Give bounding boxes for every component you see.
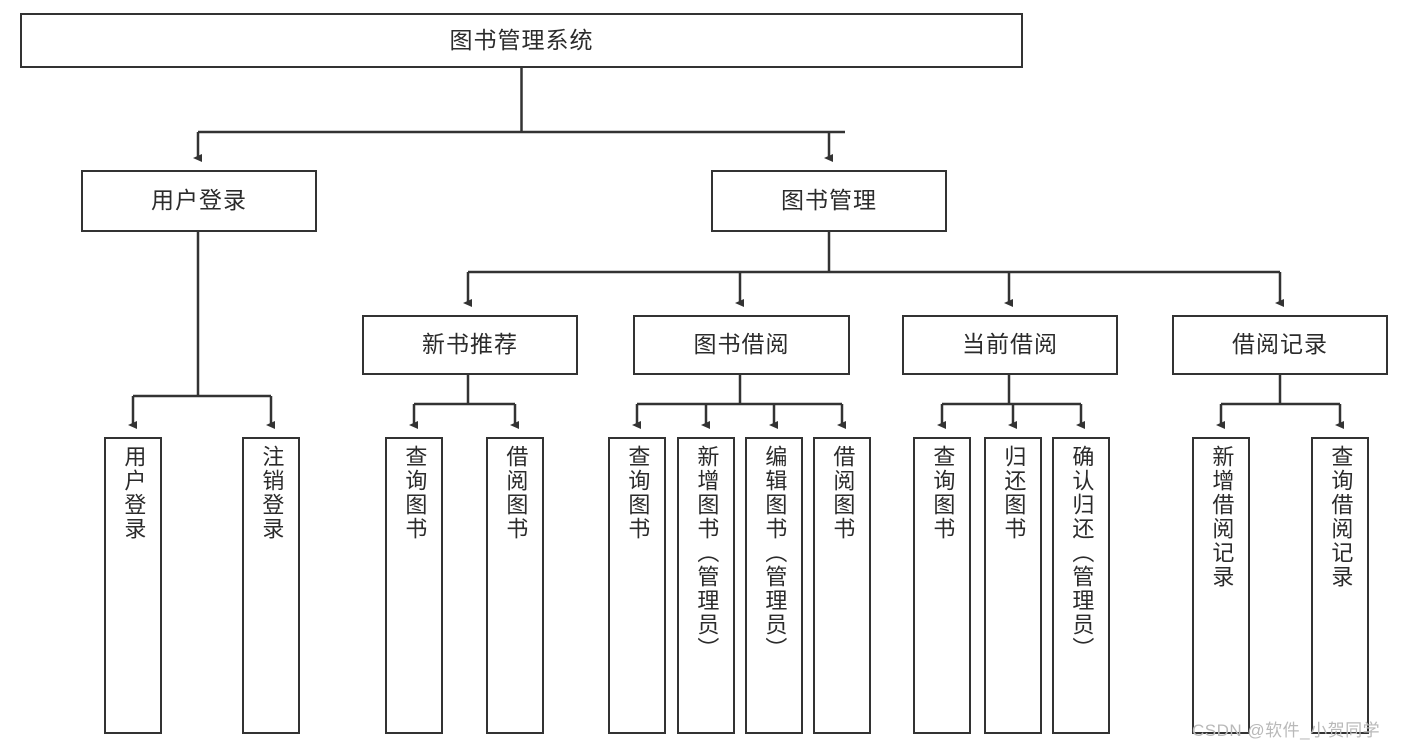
- node-leaf-return-book[interactable]: 归还图书: [984, 437, 1042, 734]
- node-book-borrow-label: 图书借阅: [693, 331, 790, 358]
- node-leaf-user-login-label: 用户登录: [121, 445, 147, 541]
- node-root[interactable]: 图书管理系统: [20, 13, 1023, 68]
- node-leaf-add-book-label: 新增图书（管理员）: [694, 445, 720, 661]
- node-leaf-user-login[interactable]: 用户登录: [104, 437, 162, 734]
- node-leaf-confirm-return-label: 确认归还（管理员）: [1069, 445, 1095, 661]
- node-leaf-logout[interactable]: 注销登录: [242, 437, 300, 734]
- node-leaf-add-record-label: 新增借阅记录: [1209, 445, 1235, 589]
- node-book-borrow[interactable]: 图书借阅: [633, 315, 850, 375]
- node-leaf-edit-book-label: 编辑图书（管理员）: [762, 445, 788, 661]
- node-leaf-confirm-return[interactable]: 确认归还（管理员）: [1052, 437, 1110, 734]
- node-borrow-record[interactable]: 借阅记录: [1172, 315, 1388, 375]
- node-borrow-record-label: 借阅记录: [1232, 331, 1328, 358]
- node-leaf-query-book-2-label: 查询图书: [625, 445, 651, 541]
- node-leaf-borrow-book-1[interactable]: 借阅图书: [486, 437, 544, 734]
- node-leaf-query-book-1[interactable]: 查询图书: [385, 437, 443, 734]
- node-leaf-edit-book[interactable]: 编辑图书（管理员）: [745, 437, 803, 734]
- node-leaf-query-book-1-label: 查询图书: [402, 445, 428, 541]
- node-current-borrow[interactable]: 当前借阅: [902, 315, 1118, 375]
- node-leaf-borrow-book-1-label: 借阅图书: [503, 445, 529, 541]
- node-user-login[interactable]: 用户登录: [81, 170, 317, 232]
- node-leaf-query-book-3-label: 查询图书: [930, 445, 956, 541]
- node-user-login-label: 用户登录: [151, 187, 247, 214]
- node-leaf-add-record[interactable]: 新增借阅记录: [1192, 437, 1250, 734]
- csdn-watermark: CSDN @软件_小贺同学: [1192, 721, 1381, 740]
- node-leaf-query-record[interactable]: 查询借阅记录: [1311, 437, 1369, 734]
- node-new-book-rec[interactable]: 新书推荐: [362, 315, 578, 375]
- node-leaf-return-book-label: 归还图书: [1001, 445, 1027, 541]
- node-leaf-query-record-label: 查询借阅记录: [1328, 445, 1354, 589]
- node-book-manage-label: 图书管理: [781, 187, 877, 214]
- node-root-label: 图书管理系统: [449, 26, 594, 53]
- node-leaf-query-book-3[interactable]: 查询图书: [913, 437, 971, 734]
- node-leaf-query-book-2[interactable]: 查询图书: [608, 437, 666, 734]
- node-new-book-rec-label: 新书推荐: [422, 331, 518, 358]
- node-leaf-logout-label: 注销登录: [259, 445, 285, 541]
- node-current-borrow-label: 当前借阅: [962, 331, 1058, 358]
- node-leaf-add-book[interactable]: 新增图书（管理员）: [677, 437, 735, 734]
- node-leaf-borrow-book-2[interactable]: 借阅图书: [813, 437, 871, 734]
- node-leaf-borrow-book-2-label: 借阅图书: [830, 445, 856, 541]
- node-book-manage[interactable]: 图书管理: [711, 170, 947, 232]
